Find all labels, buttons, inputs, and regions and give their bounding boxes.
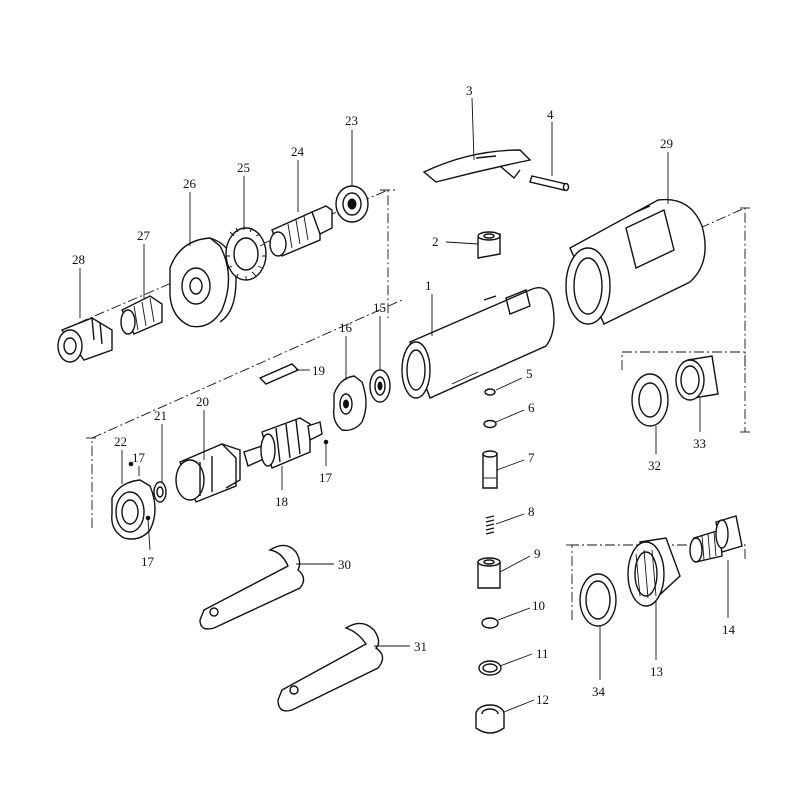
callout-22: 22 <box>114 434 127 449</box>
part-8-spring <box>485 515 495 535</box>
part-22-end-cap <box>111 479 156 540</box>
part-3-lever <box>422 149 532 183</box>
callout-labels: 1 2 3 4 5 6 7 8 9 10 11 12 13 14 15 16 1… <box>72 83 736 707</box>
part-33-sleeve-ring <box>675 355 719 401</box>
callout-18: 18 <box>275 494 288 509</box>
callout-16: 16 <box>339 320 353 335</box>
part-4-lever-pin <box>529 175 570 192</box>
part-16-rear-plate <box>332 375 367 432</box>
part-5-washer <box>484 388 496 396</box>
part-19-rotor-blade <box>258 363 300 385</box>
callout-2: 2 <box>432 234 439 249</box>
callout-14: 14 <box>722 622 736 637</box>
part-13-inlet-ring <box>627 537 681 607</box>
callout-9: 9 <box>534 546 541 561</box>
assembly-guide-lines <box>61 189 752 620</box>
callout-28: 28 <box>72 252 85 267</box>
part-27-collet <box>120 295 163 335</box>
callout-32: 32 <box>648 458 661 473</box>
callout-29: 29 <box>660 136 673 151</box>
part-20-cylinder <box>175 443 241 503</box>
part-18-rotor <box>243 417 323 469</box>
part-12-plug-screw <box>475 704 505 734</box>
callout-3: 3 <box>466 83 473 98</box>
callout-34: 34 <box>592 684 606 699</box>
callout-11: 11 <box>536 646 549 661</box>
part-26-lock-plate <box>169 237 237 328</box>
part-34-gasket <box>579 573 617 627</box>
part-7-valve-stem <box>482 450 498 489</box>
part-21-washer <box>153 481 167 503</box>
callout-1: 1 <box>425 278 432 293</box>
callout-17a: 17 <box>132 450 146 465</box>
callout-4: 4 <box>547 107 554 122</box>
part-23-bearing <box>335 185 369 223</box>
valve-stack <box>475 388 505 734</box>
callout-15: 15 <box>373 300 386 315</box>
part-25-threaded-ring <box>225 226 267 281</box>
callout-30: 30 <box>338 557 351 572</box>
part-11-o-ring <box>478 660 502 676</box>
part-10-o-ring <box>481 617 499 629</box>
part-1-main-housing <box>401 287 555 399</box>
part-9-valve-seat <box>477 557 501 589</box>
callout-13: 13 <box>650 664 663 679</box>
part-31-wrench <box>277 622 384 712</box>
callout-17b: 17 <box>141 554 155 569</box>
callout-33: 33 <box>693 436 706 451</box>
part-6-washer <box>483 419 497 429</box>
part-29-housing-sleeve <box>565 198 706 325</box>
part-2-bushing <box>477 231 501 259</box>
leader-lines <box>79 97 729 713</box>
callout-25: 25 <box>237 160 250 175</box>
callout-7: 7 <box>528 450 535 465</box>
callout-6: 6 <box>528 400 535 415</box>
part-15-bearing <box>369 369 391 403</box>
callout-27: 27 <box>137 228 151 243</box>
part-30-wrench <box>199 544 305 630</box>
part-28-collet-nut <box>57 317 113 363</box>
callout-23: 23 <box>345 113 358 128</box>
callout-12: 12 <box>536 692 549 707</box>
callout-21: 21 <box>154 408 167 423</box>
callout-20: 20 <box>196 394 209 409</box>
callout-19: 19 <box>312 363 325 378</box>
callout-24: 24 <box>291 144 305 159</box>
callout-8: 8 <box>528 504 535 519</box>
callout-17c: 17 <box>319 470 333 485</box>
part-32-gasket <box>631 373 669 427</box>
part-17-pins <box>128 439 329 521</box>
callout-10: 10 <box>532 598 545 613</box>
callout-31: 31 <box>414 639 427 654</box>
callout-26: 26 <box>183 176 197 191</box>
callout-5: 5 <box>526 366 533 381</box>
part-24-spindle <box>269 205 333 257</box>
part-14-inlet-fitting <box>689 515 743 563</box>
